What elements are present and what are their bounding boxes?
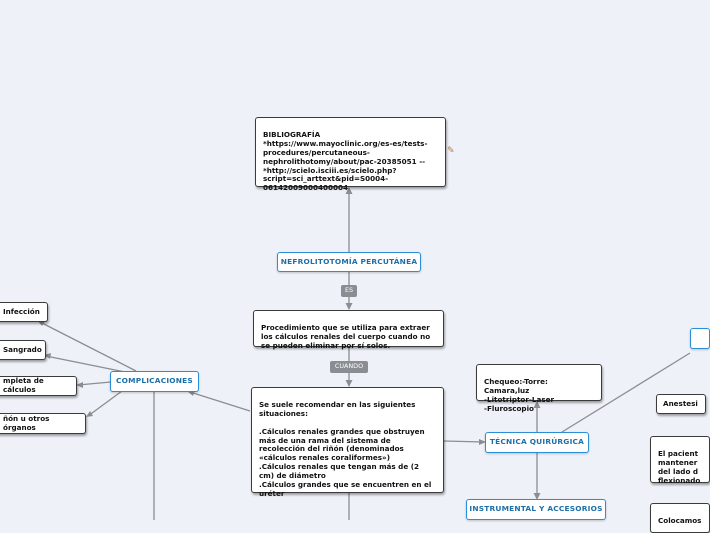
offscreen-topic[interactable] <box>690 328 710 349</box>
complication-calculos[interactable]: mpleta de cálculos <box>0 376 77 396</box>
surgical-technique-topic[interactable]: TÉCNICA QUIRÚRGICA <box>485 432 589 453</box>
instruments-topic[interactable]: INSTRUMENTAL Y ACCESORIOS <box>466 499 606 520</box>
indications-node[interactable]: Se suele recomendar en las siguientes si… <box>251 387 444 498</box>
patient-position-text: El pacient mantener del lado d flexionad… <box>658 448 701 485</box>
complication-infeccion[interactable]: Infección <box>0 302 48 322</box>
pencil-edit-icon[interactable]: ✎ <box>447 146 455 156</box>
connector-cuando-text: CUANDO <box>334 362 364 370</box>
placement-text: Colocamos <box>658 515 702 525</box>
bibliography-node[interactable]: BIBLIOGRAFÍA *https://www.mayoclinic.org… <box>255 117 446 192</box>
connection-lines <box>37 187 691 520</box>
root-topic-nefrolitotomia[interactable]: NEFROLITOTOMÍA PERCUTÁNEA <box>277 252 421 272</box>
connector-label-cuando[interactable]: CUANDO <box>330 361 368 373</box>
calculos-label: mpleta de cálculos <box>3 376 44 394</box>
sangrado-label: Sangrado <box>3 344 42 354</box>
placement-node[interactable]: Colocamos <box>650 503 710 533</box>
surgical-technique-label: TÉCNICA QUIRÚRGICA <box>489 437 585 447</box>
procedure-description-node[interactable]: Procedimiento que se utiliza para extrae… <box>253 310 444 350</box>
connector-label-es[interactable]: ES <box>341 285 357 297</box>
organos-label: ñón u otros órganos <box>3 413 50 432</box>
bibliography-text: BIBLIOGRAFÍA *https://www.mayoclinic.org… <box>263 129 428 193</box>
connector-es-text: ES <box>344 286 354 294</box>
checklist-text: Chequeo:-Torre: Camara,luz -Litotriptor-… <box>484 376 555 413</box>
anesthesia-label: Anestesi <box>663 398 698 408</box>
indications-text: Se suele recomendar en las siguientes si… <box>259 399 432 498</box>
infeccion-label: Infección <box>3 306 40 316</box>
complications-topic[interactable]: COMPLICACIONES <box>110 371 199 392</box>
anesthesia-node[interactable]: Anestesi <box>656 394 706 414</box>
complications-label: COMPLICACIONES <box>116 376 193 386</box>
complication-organos[interactable]: ñón u otros órganos <box>0 413 86 434</box>
procedure-description-text: Procedimiento que se utiliza para extrae… <box>261 322 431 350</box>
instruments-label: INSTRUMENTAL Y ACCESORIOS <box>469 504 603 514</box>
root-topic-label: NEFROLITOTOMÍA PERCUTÁNEA <box>280 256 418 266</box>
patient-position-node[interactable]: El pacient mantener del lado d flexionad… <box>650 436 710 485</box>
checklist-node[interactable]: Chequeo:-Torre: Camara,luz -Litotriptor-… <box>476 364 602 413</box>
complication-sangrado[interactable]: Sangrado <box>0 340 46 360</box>
